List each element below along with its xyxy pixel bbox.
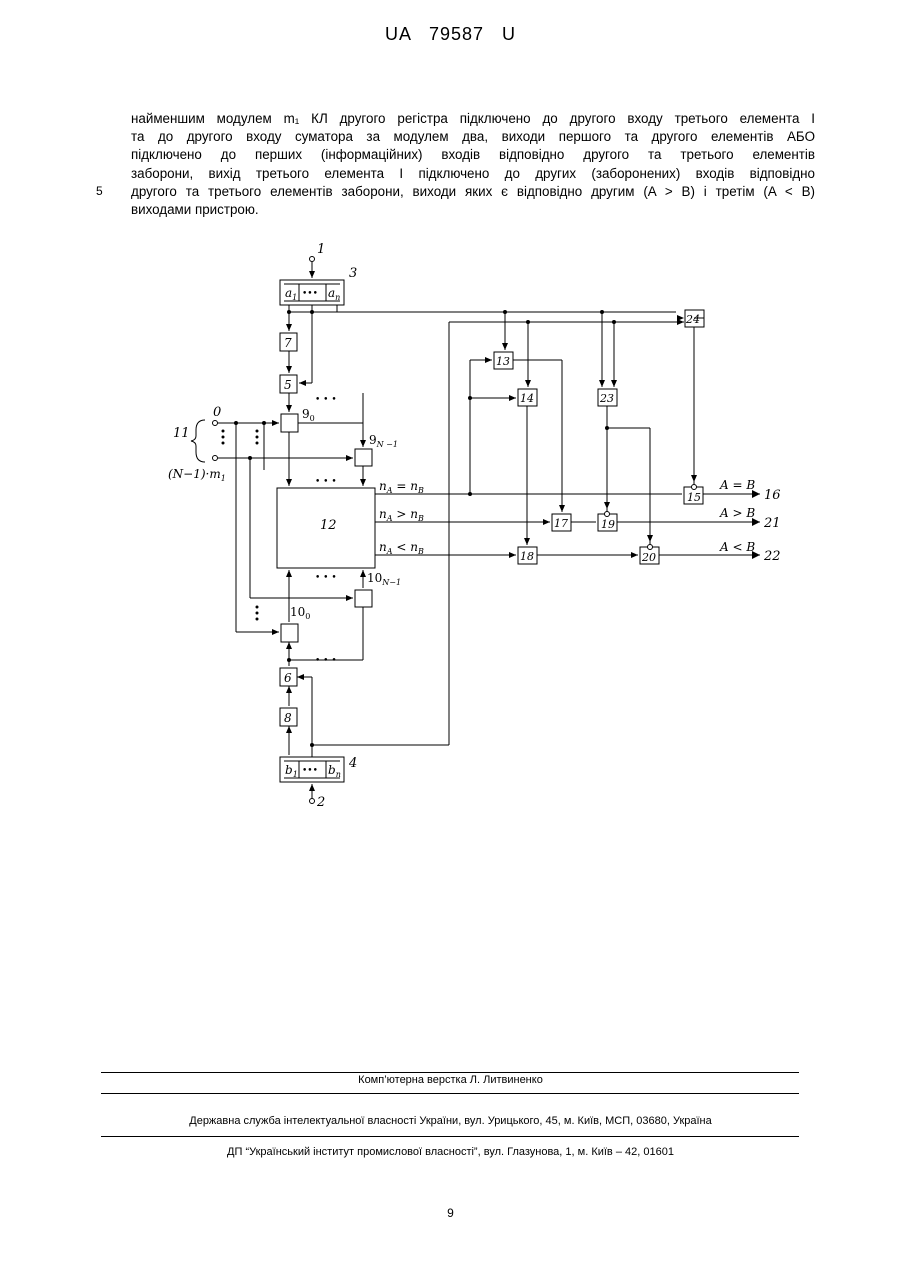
footer-rule bbox=[101, 1093, 799, 1094]
dots-row: • • • bbox=[315, 656, 337, 666]
block-17-label: 17 bbox=[554, 517, 568, 530]
output-22: 22 bbox=[763, 549, 781, 564]
footer-rule bbox=[101, 1072, 799, 1073]
block-9-n-label: 9N −1 bbox=[369, 433, 398, 449]
block-9-0-label: 90 bbox=[302, 407, 315, 423]
register-b-cell-first: b1 bbox=[285, 763, 298, 779]
output-gt-label: nA > nB bbox=[379, 507, 424, 523]
block-15-label: 15 bbox=[687, 491, 701, 504]
output-16: 16 bbox=[764, 488, 781, 503]
block-24-label: 24 bbox=[685, 313, 700, 326]
dots-row: • • • bbox=[315, 573, 337, 583]
register-a-cell-first: a1 bbox=[285, 286, 297, 302]
output-lt-label: nA < nB bbox=[379, 540, 424, 556]
block-9-n bbox=[355, 449, 372, 466]
footer-institute: ДП “Український інститут промислової вла… bbox=[0, 1146, 901, 1158]
block-13-label: 13 bbox=[496, 355, 510, 368]
block-10-0 bbox=[281, 624, 298, 642]
output-a-gt-b: A > B bbox=[719, 506, 755, 520]
input-bus-last-label: (N−1)·m1 bbox=[168, 467, 226, 483]
input-0-label: 0 bbox=[213, 405, 221, 420]
output-eq-label: nA = nB bbox=[379, 479, 424, 495]
register-a-number: 3 bbox=[349, 266, 357, 281]
block-19-label: 19 bbox=[601, 518, 615, 531]
block-9-0 bbox=[281, 414, 298, 432]
page-number: 9 bbox=[0, 1206, 901, 1220]
register-a-cell-last: an bbox=[328, 286, 340, 302]
input-2-label: 2 bbox=[316, 795, 325, 810]
footer-typesetting: Комп’ютерна верстка Л. Литвиненко bbox=[0, 1074, 901, 1086]
block-14-label: 14 bbox=[520, 392, 534, 405]
block-20-label: 20 bbox=[641, 551, 656, 564]
input-1-label: 1 bbox=[317, 242, 325, 257]
output-a-eq-b: A = B bbox=[719, 478, 755, 492]
dots-row: • • • bbox=[315, 395, 337, 405]
block-10-0-label: 100 bbox=[290, 605, 310, 621]
register-b-cell-last: bn bbox=[328, 763, 341, 779]
block-23-label: 23 bbox=[599, 392, 614, 405]
register-b-number: 4 bbox=[348, 756, 357, 771]
block-5-label: 5 bbox=[284, 378, 292, 392]
register-a-dots: ••• bbox=[302, 289, 318, 299]
block-10-n bbox=[355, 590, 372, 607]
output-a-lt-b: A < B bbox=[719, 540, 755, 554]
output-21: 21 bbox=[763, 516, 781, 531]
block-8-label: 8 bbox=[284, 711, 292, 725]
input-bus-label: 11 bbox=[173, 426, 190, 441]
block-12-label: 12 bbox=[320, 518, 337, 533]
dots-row: • • • bbox=[315, 477, 337, 487]
block-10-n-label: 10N−1 bbox=[367, 571, 401, 587]
register-b-dots: ••• bbox=[302, 766, 318, 776]
block-18-label: 18 bbox=[520, 550, 534, 563]
block-7-label: 7 bbox=[284, 336, 292, 350]
block-6-label: 6 bbox=[284, 671, 292, 685]
footer-rule bbox=[101, 1136, 799, 1137]
footer-service: Державна служба інтелектуальної власност… bbox=[0, 1115, 901, 1127]
